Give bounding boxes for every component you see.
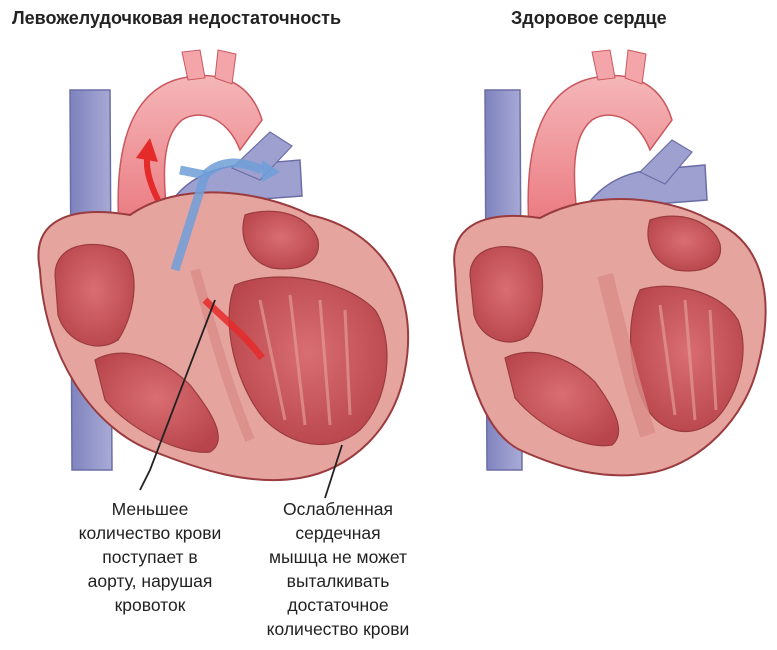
right-atrium-right [470,247,543,342]
label-line: количество крови [50,521,250,545]
label-weakened-muscle: Ослабленная сердечная мышца не может выт… [238,497,438,641]
label-less-blood-to-aorta: Меньшее количество крови поступает в аор… [50,497,250,617]
right-heart [454,50,765,475]
label-line: кровоток [50,593,250,617]
label-line: сердечная [238,521,438,545]
label-line: мышца не может [238,545,438,569]
right-atrium-left [55,244,134,346]
label-line: Меньшее [50,497,250,521]
label-line: количество крови [238,617,438,641]
label-line: поступает в [50,545,250,569]
label-line: Ослабленная [238,497,438,521]
label-line: аорту, нарушая [50,569,250,593]
label-line: выталкивать [238,569,438,593]
label-line: достаточное [238,593,438,617]
left-heart [38,50,408,498]
